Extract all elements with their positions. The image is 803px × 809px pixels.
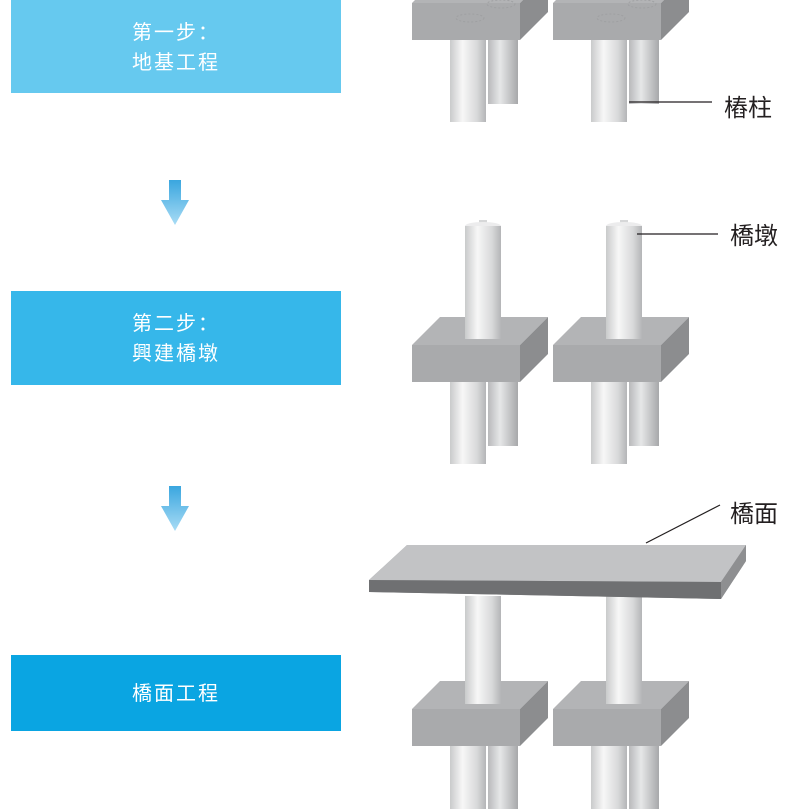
down-arrow-icon <box>161 486 189 531</box>
pier-label: 橋墩 <box>730 222 778 250</box>
step3-box: 橋面工程 <box>11 655 341 731</box>
step2-box: 第二步： 興建橋墩 <box>11 291 341 385</box>
deck-leader-line <box>645 504 721 544</box>
step1-title: 第一步： <box>132 19 220 44</box>
deck-label: 橋面 <box>730 500 778 528</box>
step1-name: 地基工程 <box>132 49 220 74</box>
step2-title: 第二步： <box>132 311 220 335</box>
step2-name: 興建橋墩 <box>132 341 220 365</box>
step1-illustration <box>412 0 712 122</box>
step3-title: 橋面工程 <box>132 681 220 705</box>
pile-label: 樁柱 <box>724 94 772 122</box>
step3-illustration <box>369 504 746 809</box>
down-arrow-icon <box>161 180 189 225</box>
step2-illustration <box>412 220 718 464</box>
step1-box: 第一步： 地基工程 <box>11 0 341 93</box>
